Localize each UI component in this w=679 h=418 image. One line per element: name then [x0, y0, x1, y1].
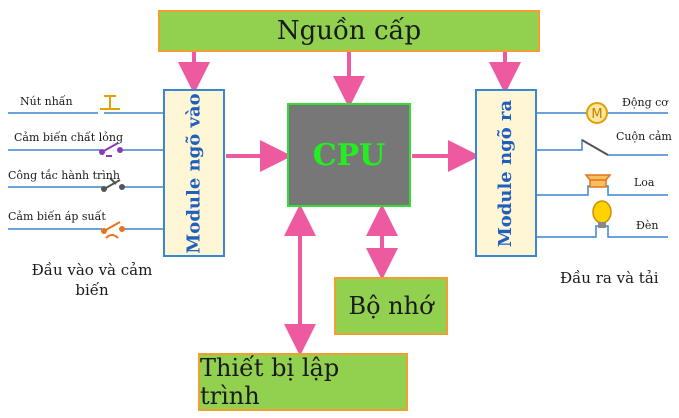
output-module-block: Module ngõ ra [475, 89, 537, 257]
inductor-icon [581, 139, 609, 156]
programming-device-label: Thiết bị lập trình [200, 354, 340, 410]
push-button-icon [98, 95, 120, 115]
memory-block: Bộ nhớ [334, 277, 448, 335]
input-label-pressure-sensor: Cảm biến áp suất [8, 210, 106, 223]
power-supply-label: Nguồn cấp [276, 16, 422, 46]
power-supply-block: Nguồn cấp [158, 10, 540, 52]
input-label-limit-switch: Công tắc hành trình [8, 169, 120, 182]
input-caption: Đầu vào và cảm biến [22, 260, 162, 300]
input-module-block: Module ngõ vào [163, 89, 225, 257]
svg-text:M: M [591, 107, 602, 122]
output-label-speaker: Loa [634, 176, 655, 189]
output-module-label: Module ngõ ra [495, 99, 517, 247]
speaker-icon [584, 174, 612, 188]
liquid-sensor-icon [99, 142, 123, 157]
lamp-icon [592, 200, 612, 228]
input-caption-line2: biến [75, 281, 109, 299]
memory-label: Bộ nhớ [348, 292, 434, 320]
limit-switch-icon [101, 177, 125, 192]
input-caption-line1: Đầu vào và cảm [31, 261, 153, 279]
output-label-inductor: Cuộn cảm [616, 130, 672, 143]
input-label-push-button: Nút nhấn [20, 95, 73, 108]
input-label-liquid-sensor: Cảm biến chất lỏng [14, 131, 123, 144]
output-label-lamp: Đèn [636, 219, 659, 232]
motor-icon: M [586, 102, 608, 124]
cpu-block: CPU [287, 103, 411, 207]
pressure-sensor-icon [101, 221, 125, 239]
input-module-label: Module ngõ vào [183, 92, 205, 254]
programming-device-block: Thiết bị lập trình [198, 353, 408, 411]
cpu-label: CPU [312, 137, 386, 173]
output-label-motor: Động cơ [622, 96, 668, 109]
output-caption: Đầu ra và tải [560, 269, 659, 287]
